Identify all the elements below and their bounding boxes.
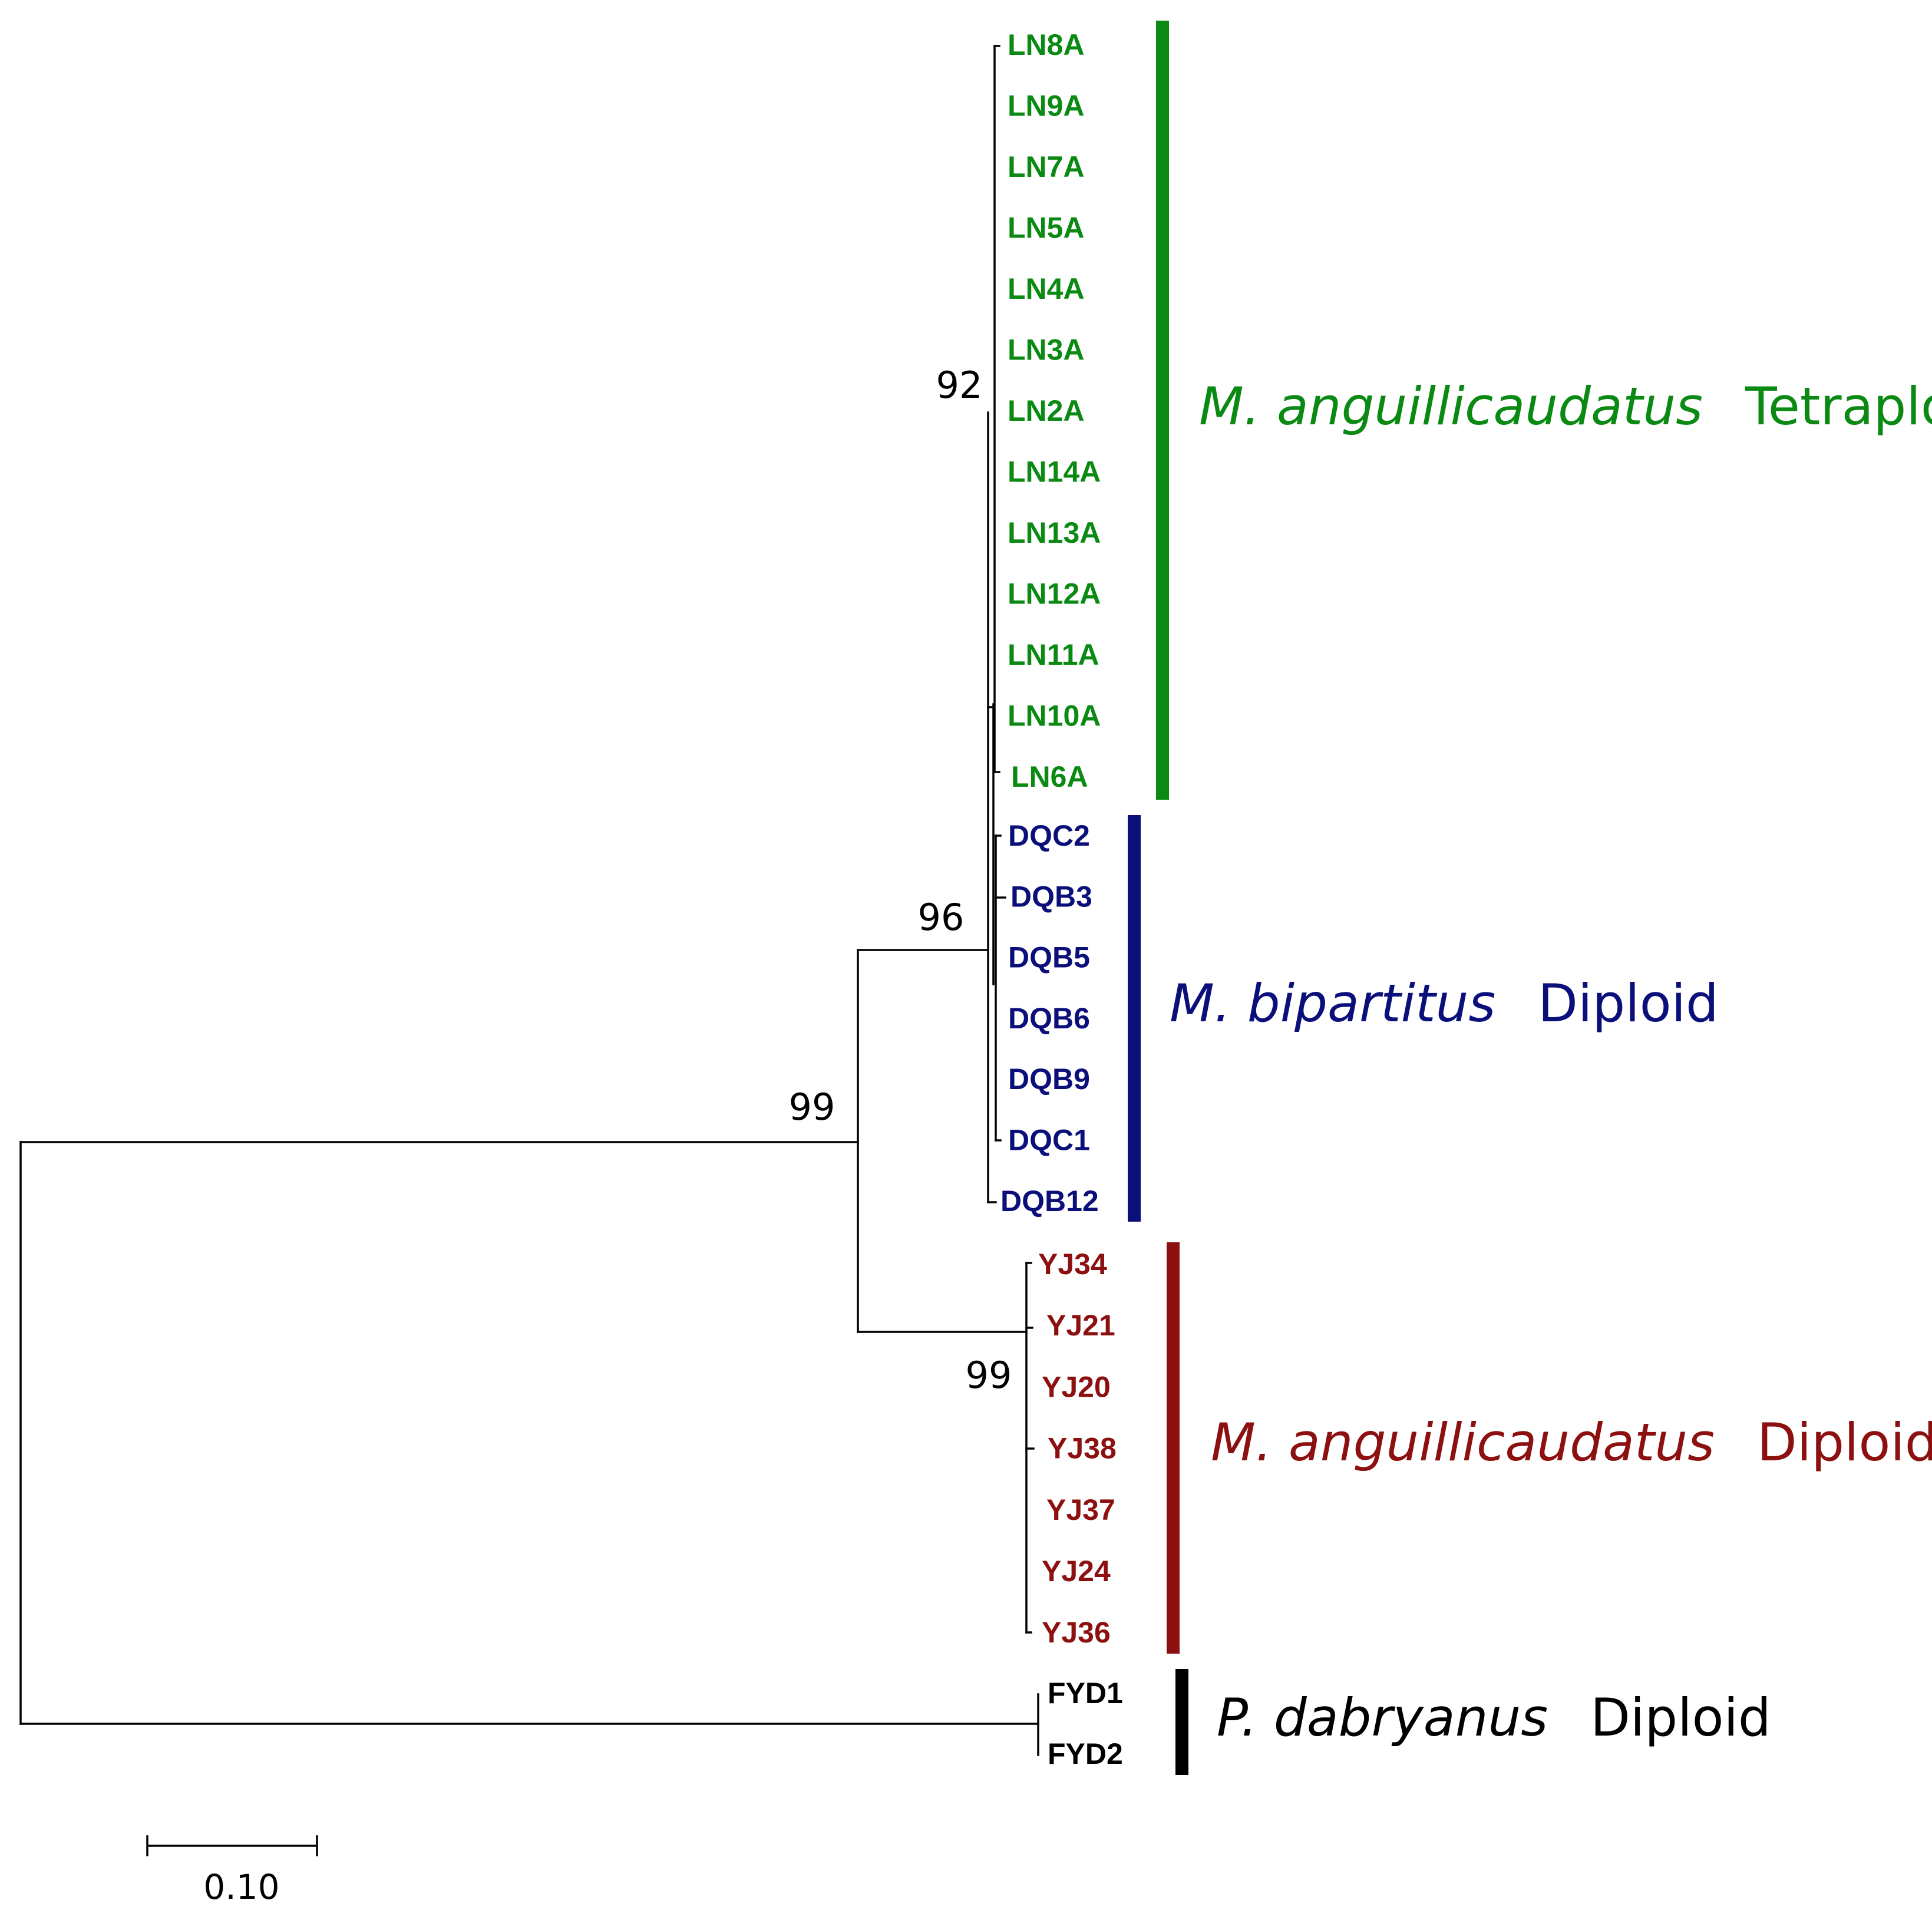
tip-label-ln12a: LN12A [1008,578,1101,611]
scale-bar-line [146,1835,318,1856]
tip-label-dqb5: DQB5 [1008,941,1090,974]
tip-label-yj36: YJ36 [1042,1616,1111,1649]
clade-names: M. anguillicaudatus Tetraploid M. bipart… [1170,376,1932,1748]
tip-label-dqb12: DQB12 [1000,1185,1099,1218]
bipartitus-species-name: M. bipartitus [1170,973,1495,1034]
diploid-anguillicaudatus-clade-bar [1167,1242,1180,1654]
outgroup-species-name: P. dabryanus [1217,1687,1548,1748]
tip-label-ln8a: LN8A [1008,28,1085,61]
tetraploid-clade-label: M. anguillicaudatus Tetraploid [1199,376,1932,437]
tip-label-yj38: YJ38 [1048,1432,1117,1465]
tip-label-ln4a: LN4A [1008,272,1085,305]
tip-label-ln5a: LN5A [1008,212,1085,245]
tip-label-dqb9: DQB9 [1008,1063,1090,1096]
bipartitus-clade-label: M. bipartitus Diploid [1170,973,1719,1034]
scale-bar: 0.10 [146,1835,318,1907]
outgroup-clade-bar [1175,1669,1188,1775]
tip-label-yj24: YJ24 [1042,1555,1111,1588]
tip-label-ln13a: LN13A [1008,516,1101,549]
bootstrap-tetraploid: 92 [936,364,983,407]
diploid-anguillicaudatus-clade-label: M. anguillicaudatus Diploid [1211,1412,1932,1473]
bootstrap-ingroup: 99 [789,1086,835,1129]
tip-label-ln3a: LN3A [1008,334,1085,367]
tree-branches [19,45,1039,1756]
tip-label-ln14a: LN14A [1008,456,1101,489]
scale-bar-label: 0.10 [203,1867,279,1907]
tetraploid-species-name: M. anguillicaudatus [1199,376,1703,437]
tip-label-yj21: YJ21 [1046,1309,1115,1342]
tip-label-ln7a: LN7A [1008,150,1085,183]
tip-label-dqc2: DQC2 [1008,819,1090,852]
tip-label-yj37: YJ37 [1046,1493,1115,1526]
outgroup-ploidy: Diploid [1590,1687,1771,1748]
bipartitus-clade-bar [1128,815,1141,1222]
tip-label-ln9a: LN9A [1008,90,1085,123]
tip-label-dqb3: DQB3 [1010,880,1092,913]
tip-label-fyd2: FYD2 [1048,1737,1123,1770]
clade-bars [1128,21,1188,1775]
diploid-anguillicaudatus-species-name: M. anguillicaudatus [1211,1412,1715,1473]
tetraploid-ploidy: Tetraploid [1745,376,1932,437]
tip-label-ln6a: LN6A [1011,760,1088,793]
tip-label-dqc1: DQC1 [1008,1124,1090,1157]
tip-label-ln10a: LN10A [1008,700,1101,733]
bootstrap-diploid: 99 [966,1354,1012,1397]
tip-label-yj20: YJ20 [1042,1370,1111,1403]
outgroup-clade-label: P. dabryanus Diploid [1217,1687,1771,1748]
tip-label-ln11a: LN11A [1008,638,1099,671]
tip-label-dqb6: DQB6 [1008,1002,1090,1035]
bootstrap-anguillicaudatus-bipartitus: 96 [918,896,965,939]
tip-labels: LN8A LN9A LN7A LN5A LN4A LN3A LN2A LN14A LN13A LN… [1000,28,1123,1770]
diploid-anguillicaudatus-ploidy: Diploid [1757,1412,1932,1473]
tip-label-fyd1: FYD1 [1048,1677,1123,1710]
bootstrap-values: 92 96 99 99 [789,364,1012,1397]
tetraploid-clade-bar [1156,21,1169,800]
tip-label-ln2a: LN2A [1008,394,1085,427]
bipartitus-ploidy: Diploid [1538,973,1719,1034]
tip-label-yj34: YJ34 [1038,1248,1107,1281]
